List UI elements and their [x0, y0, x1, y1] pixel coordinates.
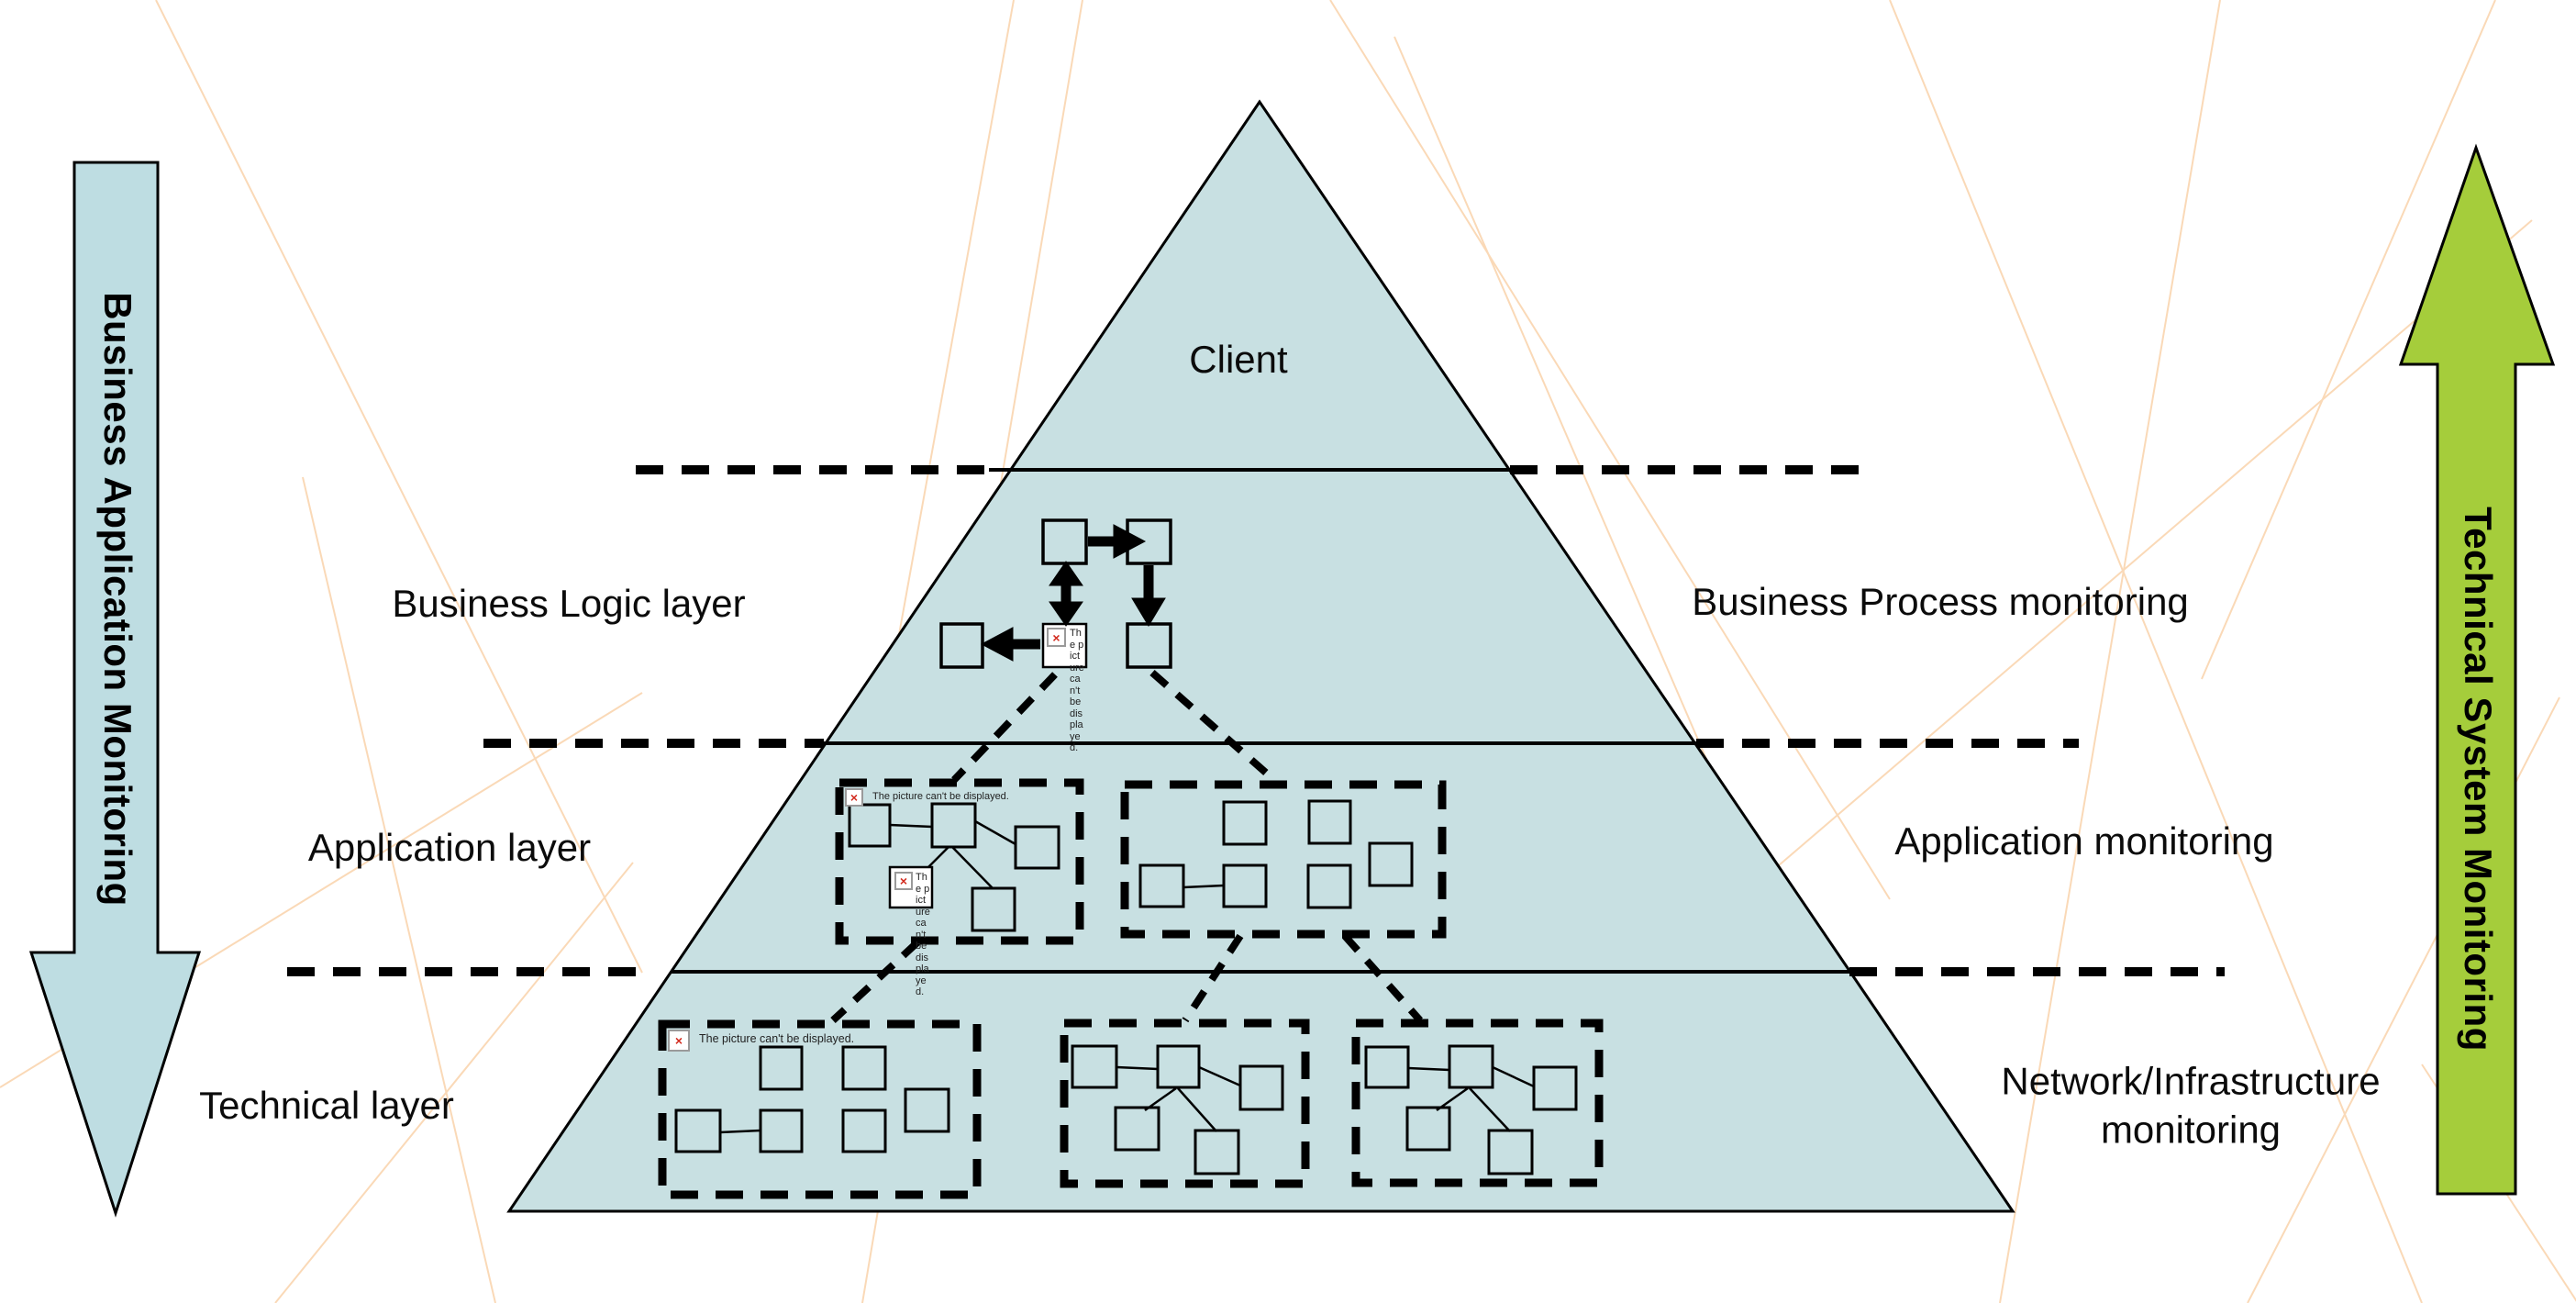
node-box — [848, 803, 892, 848]
background-line — [155, 0, 643, 974]
background-line — [2201, 0, 2496, 680]
broken-image-icon: × — [894, 872, 913, 890]
group-border — [1060, 1019, 1310, 1188]
background-line — [1329, 0, 1891, 900]
background-line — [274, 862, 634, 1303]
broken-image-text-vertical: The picture can't be displayed. — [916, 872, 930, 997]
node-box — [1114, 1106, 1160, 1152]
application-group-right — [1120, 780, 1447, 939]
node-box — [904, 1087, 950, 1133]
technical-layer-label: Technical layer — [199, 1083, 454, 1127]
background-line — [1733, 219, 2533, 905]
application-layer-label: Application layer — [307, 825, 592, 869]
application-monitoring-label: Application monitoring — [1894, 819, 2274, 863]
group-border — [1351, 1019, 1604, 1187]
business-logic-layer-label: Business Logic layer — [392, 581, 746, 625]
node-box — [1306, 863, 1352, 909]
node-box — [1138, 863, 1185, 908]
connector-dashed — [1342, 933, 1423, 1023]
node-box — [1364, 1045, 1410, 1089]
node-box — [1368, 841, 1414, 887]
technical-group-left — [658, 1019, 982, 1199]
node-box — [971, 886, 1016, 932]
node-box — [1307, 799, 1352, 845]
arrow-down-head2 — [1131, 597, 1166, 627]
edge-line — [974, 819, 1016, 846]
edge-line — [1198, 1065, 1241, 1087]
node-box — [1222, 863, 1268, 908]
broken-image-text: The picture can't be displayed. — [699, 1032, 855, 1045]
business-application-monitoring-label: Business Application Monitoring — [96, 292, 139, 907]
broken-image-placeholder: × The picture can't be displayed. — [845, 788, 1009, 807]
arrow-right-head — [1113, 524, 1147, 559]
broken-image-icon: × — [1047, 628, 1066, 647]
node-box — [841, 1108, 887, 1153]
technical-group-middle — [1060, 1019, 1310, 1188]
node-box — [930, 802, 977, 849]
business-logic-arrows — [980, 524, 1166, 662]
connector-dashed — [1182, 933, 1244, 1023]
network-infrastructure-monitoring-label: Network/Infrastructure monitoring — [2001, 1059, 2381, 1152]
hierarchy-connectors — [830, 669, 1423, 1023]
business-process-monitoring-label: Business Process monitoring — [1692, 579, 2189, 623]
node-box — [759, 1045, 804, 1091]
arrow-up-head — [1049, 561, 1083, 586]
pyramid-triangle — [506, 99, 2015, 1213]
edge-line — [1407, 1066, 1450, 1072]
node-box — [1487, 1129, 1534, 1175]
node-box — [1532, 1065, 1578, 1111]
edge-line — [951, 846, 994, 889]
edge-line — [719, 1129, 761, 1134]
edge-line — [1177, 1087, 1217, 1132]
node-box — [1222, 800, 1268, 846]
node-box — [1156, 1044, 1201, 1089]
technical-system-monitoring-label: Technical System Monitoring — [2457, 507, 2500, 1052]
node-box — [759, 1108, 804, 1153]
background-line — [302, 476, 496, 1303]
business-application-monitoring-arrow — [28, 161, 202, 1218]
background-line — [1999, 0, 2221, 1303]
broken-image-icon: × — [668, 1030, 690, 1052]
technical-system-monitoring-arrow — [2398, 143, 2556, 1196]
group-border — [835, 778, 1084, 945]
edge-line — [1492, 1065, 1535, 1088]
arrow-left-head — [980, 627, 1014, 662]
node-box — [1194, 1129, 1240, 1175]
edge-line — [1183, 884, 1225, 889]
node-box — [939, 622, 984, 669]
arrow-down-head — [1049, 601, 1083, 627]
group-border — [658, 1019, 982, 1199]
broken-image-placeholder: × The picture can't be displayed. — [668, 1030, 854, 1052]
node-box — [1405, 1106, 1451, 1152]
broken-image-icon: × — [845, 788, 863, 807]
node-box — [674, 1108, 722, 1153]
edge-line — [1116, 1065, 1159, 1071]
node-box — [841, 1045, 887, 1091]
broken-image-text-vertical: The picture can't be displayed. — [1070, 628, 1084, 753]
background-line — [1889, 0, 2423, 1303]
broken-image-text: The picture can't be displayed. — [872, 791, 1009, 802]
client-label: Client — [1189, 337, 1288, 381]
connector-dashed — [1149, 669, 1278, 785]
connector-dashed — [951, 672, 1058, 783]
group-border — [1120, 780, 1447, 939]
edge-line — [927, 846, 949, 868]
node-box — [1071, 1044, 1118, 1089]
edge-line — [1469, 1087, 1511, 1132]
edge-line — [889, 823, 933, 829]
technical-group-right — [1351, 1019, 1604, 1187]
node-box — [1238, 1064, 1284, 1111]
node-box — [1014, 825, 1060, 870]
node-box — [1448, 1044, 1494, 1089]
connector-dashed — [830, 940, 920, 1023]
